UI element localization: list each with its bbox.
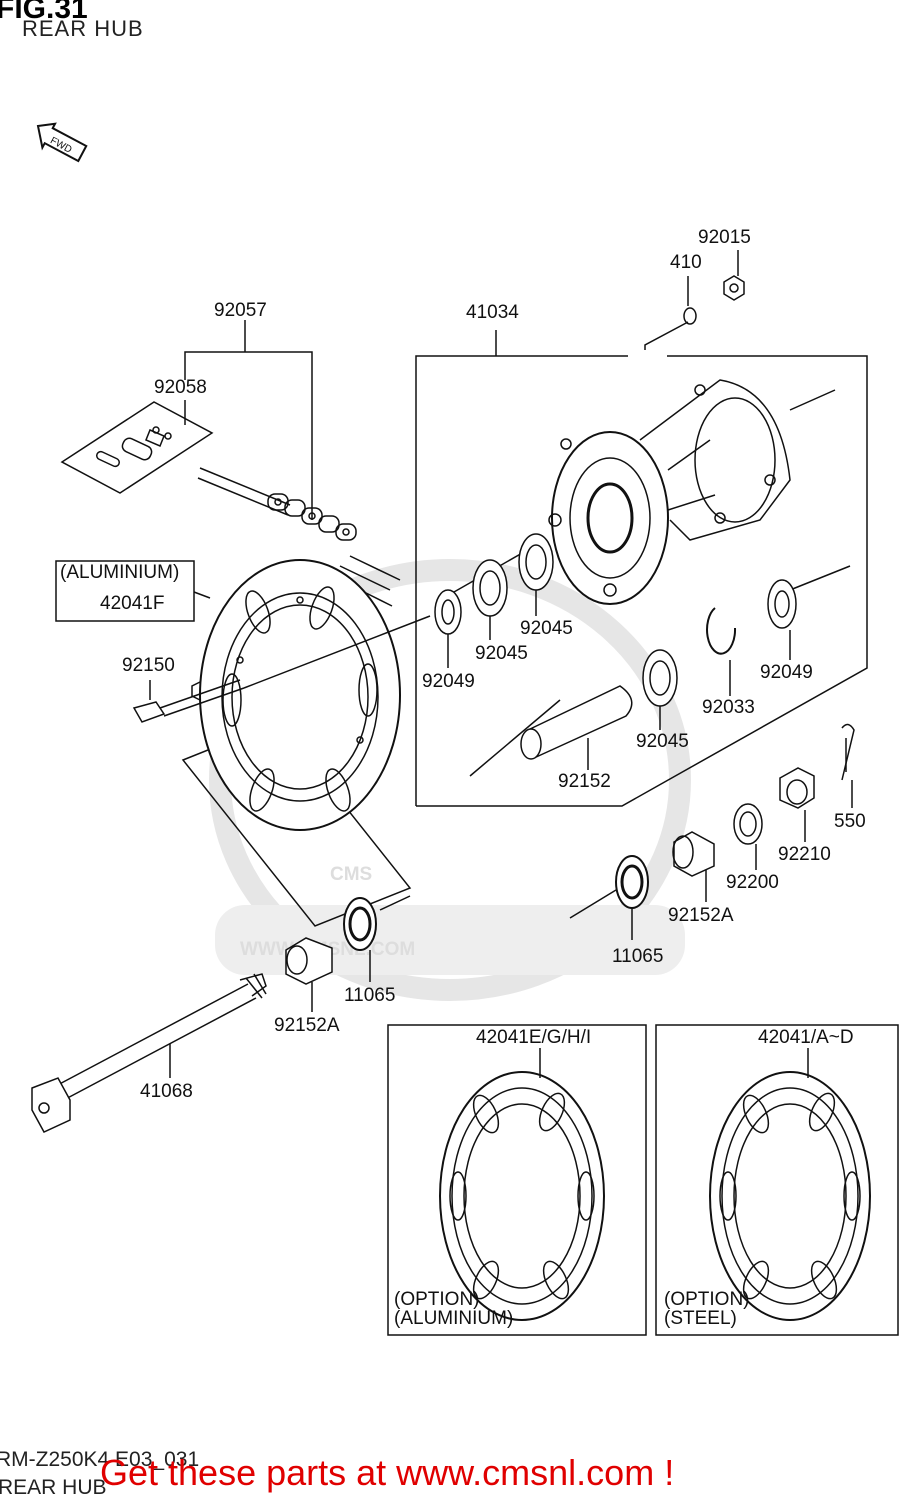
promo-link[interactable]: Get these parts at www.cmsnl.com !: [100, 1452, 675, 1493]
label-92200: 92200: [726, 872, 779, 893]
label-option-aluminium-option: (OPTION): [394, 1289, 480, 1310]
label-410: 410: [670, 252, 702, 273]
model-code: RM-Z250K4 E03_031: [0, 1448, 200, 1471]
label-41068: 41068: [140, 1081, 193, 1102]
label-92152A-a: 92152A: [668, 905, 734, 926]
figure-subtitle: REAR HUB: [22, 16, 144, 41]
label-92033: 92033: [702, 697, 755, 718]
axle-group: [31, 895, 411, 1133]
label-aluminium-note: (ALUMINIUM): [60, 562, 179, 583]
figure-label: FIG.31: [0, 0, 88, 25]
label-92045-a: 92045: [520, 618, 573, 639]
label-41034: 41034: [466, 302, 519, 323]
part-labels: 92015 410 92057 41034 92058 (ALUMINIUM) …: [60, 227, 866, 1329]
axle-nut-group: [569, 723, 855, 940]
fwd-arrow-icon: FWD: [36, 122, 88, 163]
label-option-steel-material: (STEEL): [664, 1308, 737, 1329]
label-92045-b: 92045: [475, 643, 528, 664]
label-92015: 92015: [698, 227, 751, 248]
sprocket-42041F: [55, 559, 412, 927]
label-92152A-b: 92152A: [274, 1015, 340, 1036]
chain-assembly: [60, 320, 401, 607]
label-92045-c: 92045: [636, 731, 689, 752]
label-11065-b: 11065: [344, 985, 395, 1006]
label-11065-a: 11065: [612, 946, 663, 967]
label-92150: 92150: [122, 655, 175, 676]
label-92049-b: 92049: [760, 662, 813, 683]
hub-assembly: [415, 250, 868, 807]
label-option-aluminium-part: 42041E/G/H/I: [476, 1027, 591, 1048]
label-92049-a: 92049: [422, 671, 475, 692]
label-92057: 92057: [214, 300, 267, 321]
bolt-92150: [132, 615, 431, 723]
label-option-steel-part: 42041/A~D: [758, 1027, 854, 1048]
label-92210: 92210: [778, 844, 831, 865]
label-550: 550: [834, 811, 866, 832]
label-option-steel-option: (OPTION): [664, 1289, 750, 1310]
option-box-aluminium: [387, 1024, 647, 1336]
label-92152: 92152: [558, 771, 611, 792]
option-box-steel: [655, 1024, 899, 1336]
label-92058: 92058: [154, 377, 207, 398]
watermark-brand: CMS: [330, 864, 372, 885]
label-42041F: 42041F: [100, 593, 164, 614]
label-option-aluminium-material: (ALUMINIUM): [394, 1308, 513, 1329]
footer-subtitle: REAR HUB: [0, 1476, 107, 1499]
